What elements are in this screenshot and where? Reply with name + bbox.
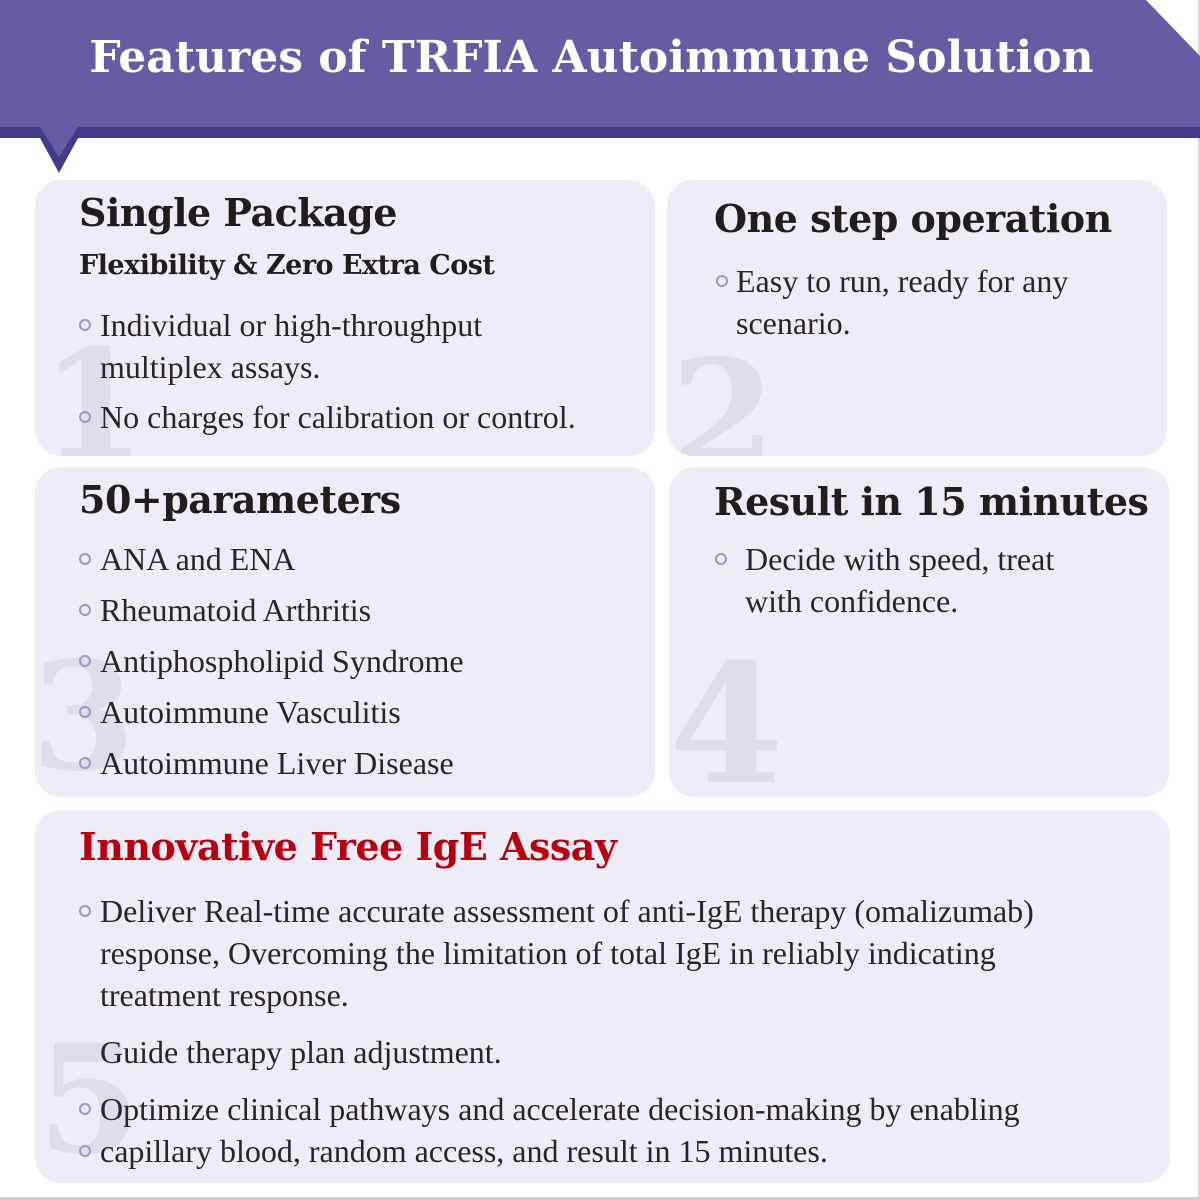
feature-card-result-time: 4 Result in 15 minutes Decide with speed… [669, 467, 1169, 797]
feature-list: Individual or high-throughput multiplex … [79, 304, 576, 438]
list-item-text: Autoimmune Vasculitis [100, 694, 401, 730]
feature-card-single-package: 1 Single Package Flexibility & Zero Extr… [35, 180, 655, 456]
bullet-ring-icon [79, 319, 91, 331]
list-item-text: scenario. [736, 305, 851, 341]
list-item-text: treatment response. [100, 977, 349, 1013]
list-item-continuation: treatment response. [100, 974, 1034, 1016]
card-number-4: 4 [669, 627, 784, 798]
bullet-ring-icon [79, 553, 91, 565]
frame-border-right [1198, 0, 1200, 1200]
list-item-text: Decide with speed, treat [745, 541, 1055, 577]
bullet-ring-icon [79, 905, 91, 917]
feature-list: ANA and ENA Rheumatoid Arthritis Antipho… [79, 538, 464, 784]
bullet-ring-icon [79, 411, 91, 423]
feature-list: Deliver Real-time accurate assessment of… [79, 890, 1034, 1172]
list-item-text: Autoimmune Liver Disease [100, 745, 454, 781]
card-title: 50+parameters [79, 477, 401, 522]
page-title: Features of TRFIA Autoimmune Solution [89, 32, 1094, 83]
header-banner: Features of TRFIA Autoimmune Solution [0, 0, 1200, 138]
card-number-1: 1 [41, 317, 146, 456]
bullet-ring-icon [79, 655, 91, 667]
list-item: Autoimmune Vasculitis [79, 691, 464, 733]
list-item-text: Deliver Real-time accurate assessment of… [100, 893, 1034, 929]
bullet-ring-icon [715, 553, 727, 565]
list-item: ANA and ENA [79, 538, 464, 580]
list-item-continuation: multiplex assays. [100, 346, 576, 388]
bullet-ring-icon [716, 275, 728, 287]
list-item-text: No charges for calibration or control. [100, 399, 576, 435]
feature-list: Decide with speed, treat with confidence… [715, 538, 1055, 622]
bullet-ring-icon [79, 604, 91, 616]
bullet-ring-icon [79, 706, 91, 718]
bullet-ring-icon [79, 1145, 91, 1157]
list-item-plain: Guide therapy plan adjustment. [100, 1031, 1034, 1073]
list-item-text: response, Overcoming the limitation of t… [100, 935, 996, 971]
list-item: Optimize clinical pathways and accelerat… [79, 1088, 1034, 1130]
banner-bottom-strip [0, 127, 1200, 138]
card-title: One step operation [714, 196, 1112, 241]
list-item: Rheumatoid Arthritis [79, 589, 464, 631]
list-item-text: multiplex assays. [100, 349, 321, 385]
list-item-text: Easy to run, ready for any [736, 263, 1069, 299]
list-item-continuation: response, Overcoming the limitation of t… [100, 932, 1034, 974]
list-item-continuation: with confidence. [745, 580, 1054, 622]
list-item: Deliver Real-time accurate assessment of… [79, 890, 1034, 932]
feature-card-free-ige: 5 Innovative Free IgE Assay Deliver Real… [35, 810, 1170, 1183]
bullet-ring-icon [79, 1103, 91, 1115]
card-subtitle: Flexibility & Zero Extra Cost [79, 250, 495, 281]
list-item-text: ANA and ENA [100, 541, 296, 577]
list-item-text: Antiphospholipid Syndrome [100, 643, 464, 679]
list-item-text: Rheumatoid Arthritis [100, 592, 372, 628]
card-title-highlight: Innovative Free IgE Assay [79, 824, 617, 869]
card-title: Result in 15 minutes [714, 479, 1149, 524]
list-item: capillary blood, random access, and resu… [79, 1130, 1034, 1172]
list-item-text: Guide therapy plan adjustment. [100, 1034, 502, 1070]
card-number-2: 2 [671, 327, 776, 456]
banner-background [0, 0, 1200, 127]
list-item-text: capillary blood, random access, and resu… [100, 1133, 828, 1169]
list-item-text: Optimize clinical pathways and accelerat… [100, 1091, 1020, 1127]
list-item-text: Individual or high-throughput [100, 307, 483, 343]
list-item: Individual or high-throughput [79, 304, 576, 346]
list-item-text: with confidence. [745, 583, 959, 619]
feature-list: Easy to run, ready for any scenario. [716, 260, 1069, 344]
feature-card-parameters: 3 50+parameters ANA and ENA Rheumatoid A… [35, 467, 655, 797]
list-item: No charges for calibration or control. [79, 396, 576, 438]
list-item-continuation: scenario. [736, 302, 1068, 344]
list-item: Easy to run, ready for any [716, 260, 1069, 302]
bullet-ring-icon [79, 757, 91, 769]
list-item: Autoimmune Liver Disease [79, 742, 464, 784]
feature-card-one-step: 2 One step operation Easy to run, ready … [667, 180, 1167, 456]
list-item: Antiphospholipid Syndrome [79, 640, 464, 682]
frame-border-bottom [0, 1197, 1200, 1200]
list-item: Decide with speed, treat [715, 538, 1055, 580]
card-title: Single Package [79, 190, 397, 235]
